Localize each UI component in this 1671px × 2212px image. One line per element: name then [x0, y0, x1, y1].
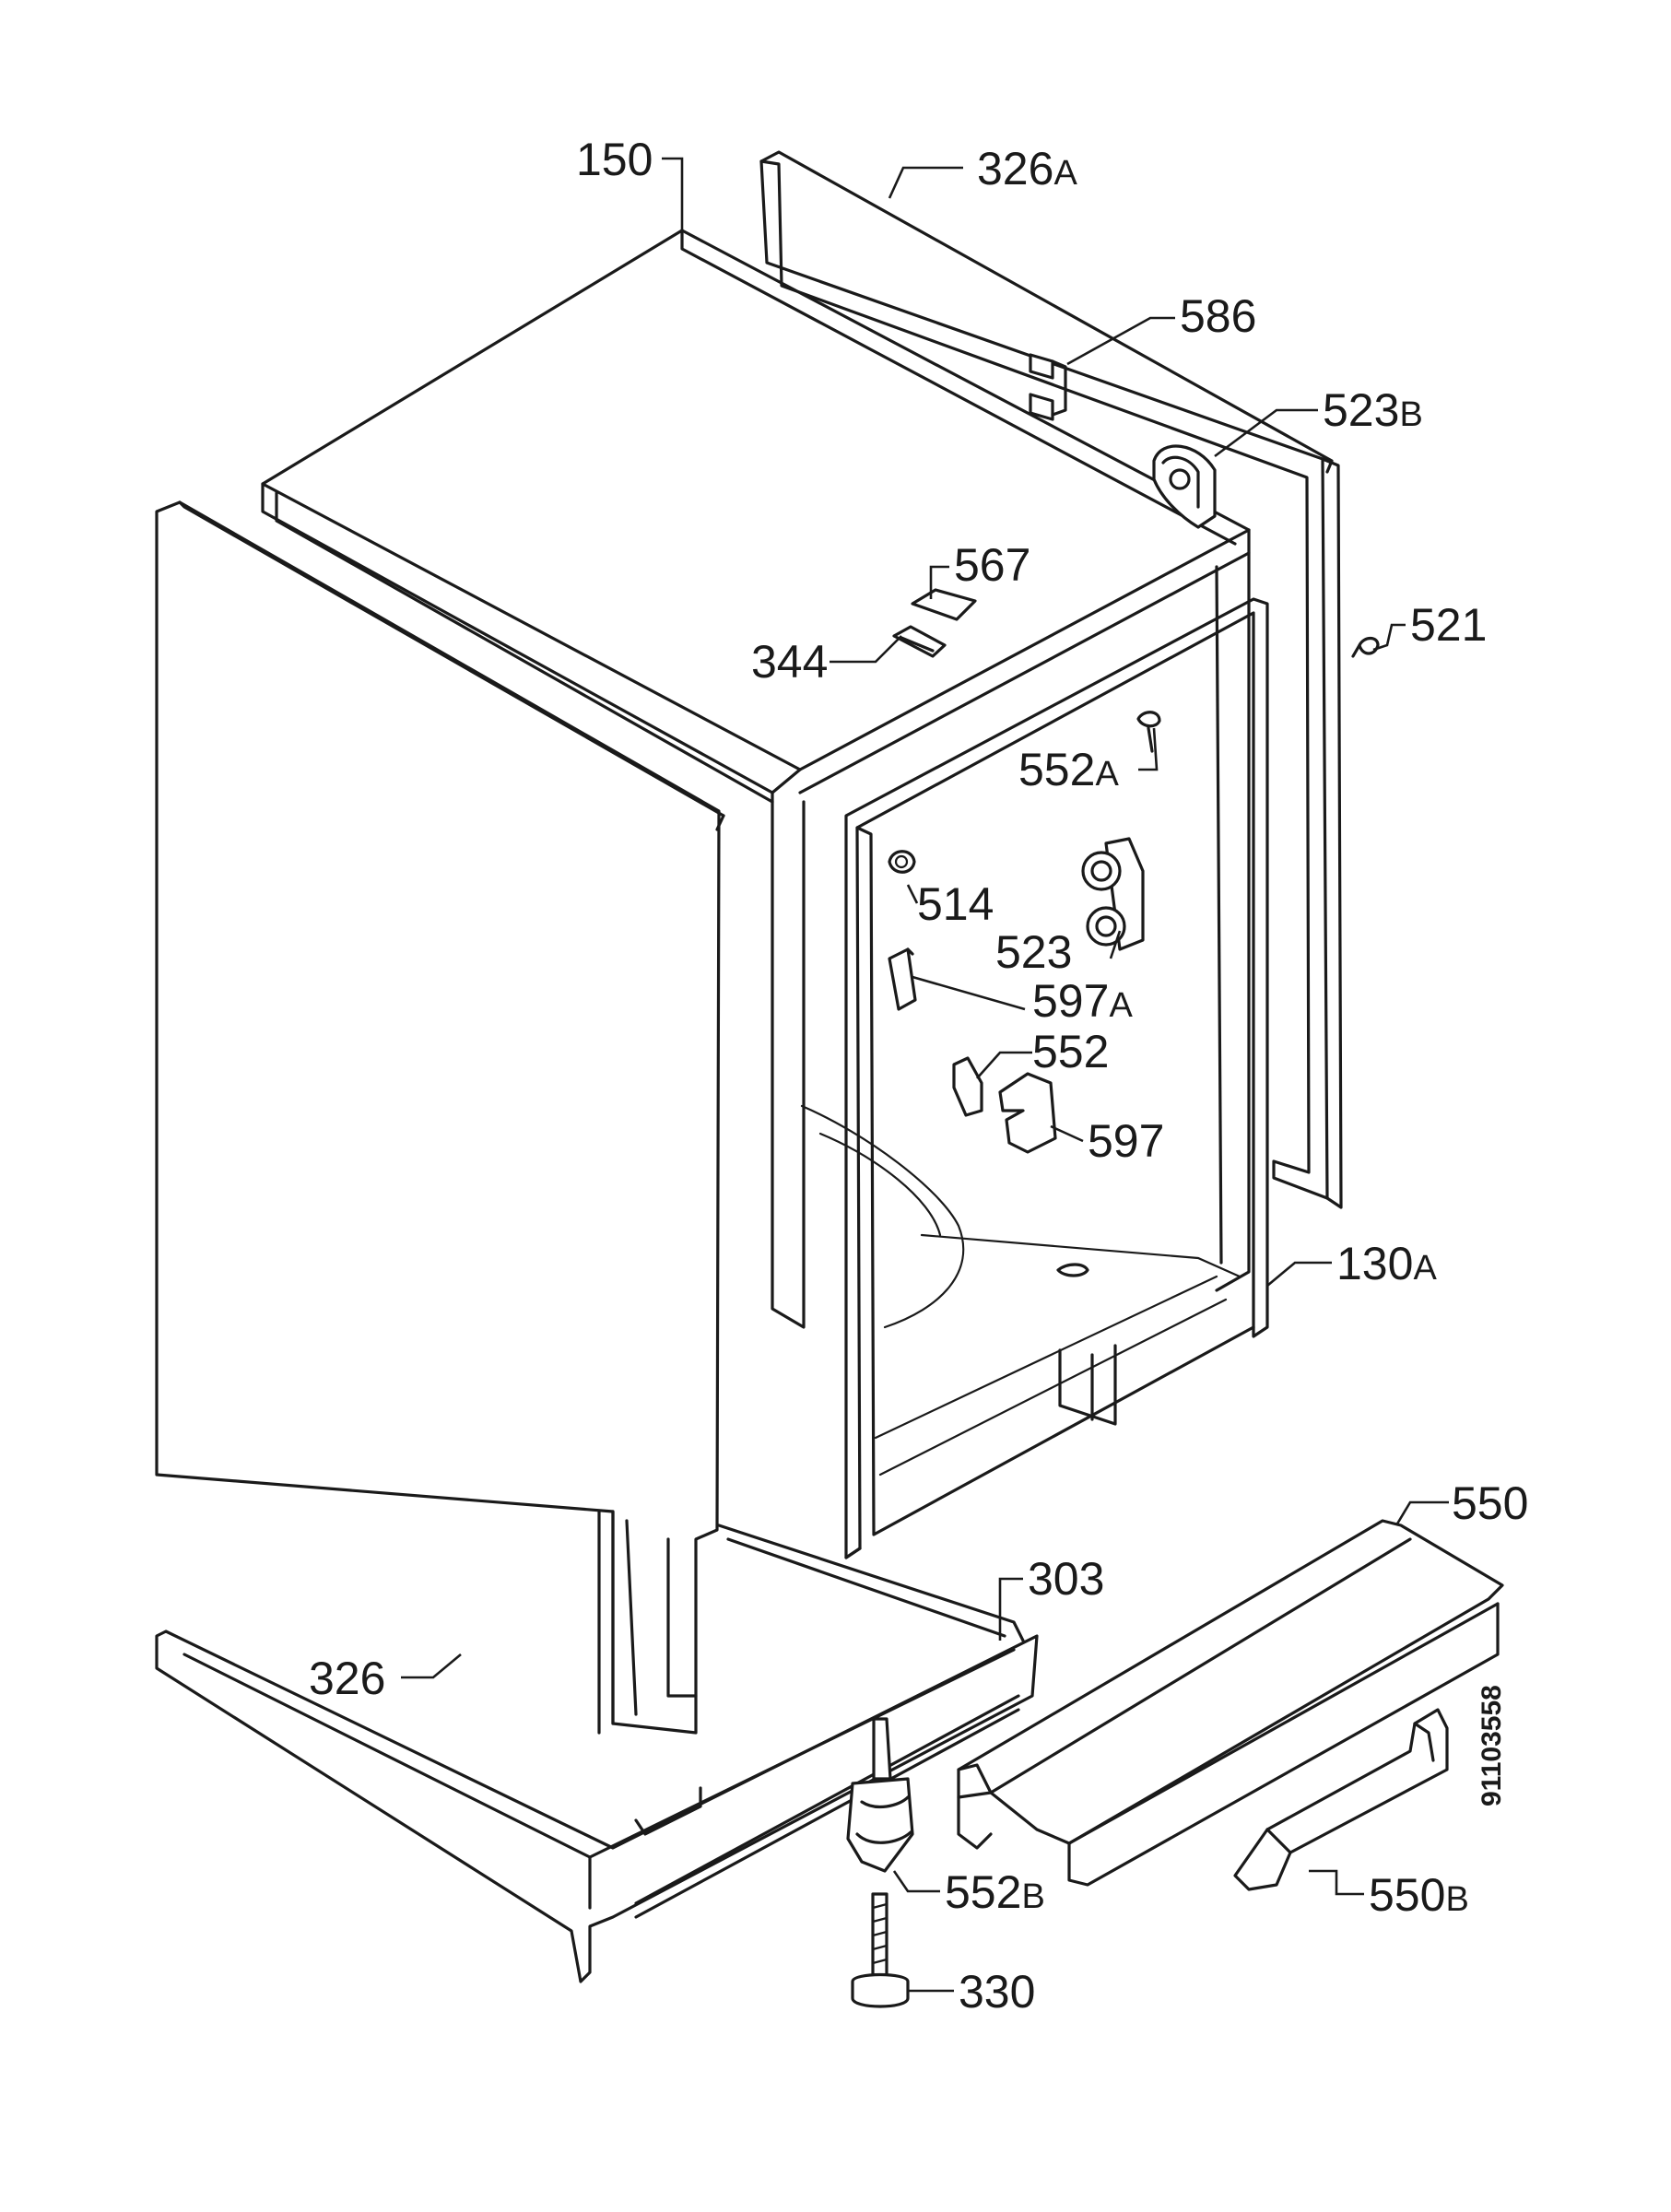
document-number: 91103558: [1477, 1685, 1507, 1806]
callout-597a: 597A: [1032, 975, 1133, 1027]
callout-550: 550: [1452, 1477, 1528, 1529]
guide-597a: [888, 947, 917, 1011]
callout-150: 150: [576, 134, 653, 185]
callout-567: 567: [954, 539, 1030, 591]
plinth-rail-550: [957, 1519, 1504, 1887]
callout-130a: 130A: [1336, 1238, 1437, 1289]
strip-552: [952, 1056, 983, 1117]
base-frame-303: [155, 1524, 1039, 1983]
plug-514: [888, 850, 916, 874]
callout-597: 597: [1088, 1115, 1164, 1167]
back-frame-326a: [759, 150, 1343, 1209]
hinge-523b: [1152, 444, 1217, 529]
adjustable-foot-552b: [846, 1717, 914, 1873]
screw-552a: [1136, 711, 1161, 753]
callout-523b: 523B: [1323, 384, 1423, 436]
plate-567: [911, 588, 977, 621]
callout-523: 523: [995, 926, 1072, 978]
callout-labels: 150 326A 586 523B 567 344 521 552A 514 5…: [309, 134, 1528, 2018]
callout-552b: 552B: [945, 1866, 1045, 1918]
callout-326: 326: [309, 1653, 385, 1704]
callout-552a: 552A: [1018, 744, 1119, 795]
front-frame-130a: [844, 597, 1269, 1559]
side-panel-326: [155, 500, 725, 1735]
guide-597: [998, 1072, 1057, 1154]
adjustable-screw-330: [851, 1892, 910, 2008]
callout-326a: 326A: [977, 143, 1077, 194]
callout-586: 586: [1180, 290, 1256, 342]
tub-interior: [800, 1104, 1241, 1477]
callout-303: 303: [1028, 1553, 1104, 1605]
cabinet-body-150: [261, 229, 1251, 1329]
hinge-pins-523: [1081, 837, 1145, 951]
leader-lines: [401, 157, 1449, 1993]
bracket-586: [1029, 353, 1067, 421]
callout-330: 330: [959, 1966, 1035, 2018]
callout-514: 514: [917, 878, 994, 930]
callout-521: 521: [1410, 599, 1487, 651]
callout-550b: 550B: [1369, 1869, 1469, 1921]
callout-344: 344: [751, 636, 828, 688]
plinth-bracket-550b: [1233, 1708, 1449, 1891]
callout-552: 552: [1032, 1026, 1109, 1077]
clip-344: [892, 625, 947, 658]
screw-521: [1351, 636, 1380, 658]
